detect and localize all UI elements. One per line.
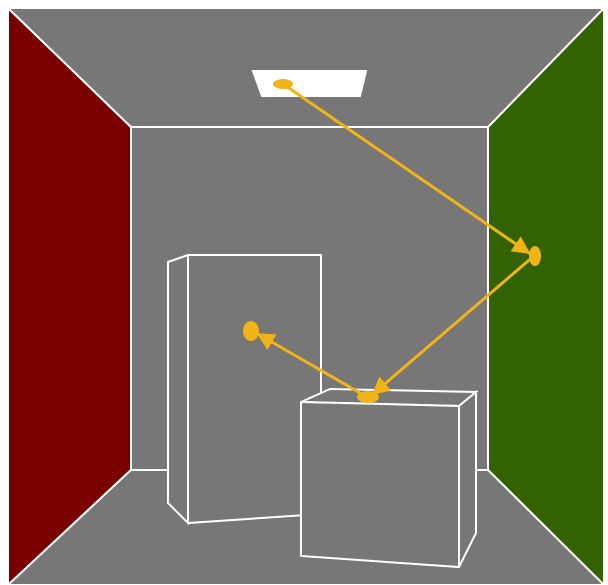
tall-box-hit-point (243, 321, 259, 341)
tall-box (167, 253, 322, 526)
tall-box-side-face (167, 253, 189, 526)
light-hit-point (273, 79, 293, 89)
ray-segment-right-wall-to-short-box (371, 253, 537, 396)
ray-segment-short-box-to-tall-box (256, 332, 369, 399)
right-wall-hit-point (529, 246, 541, 266)
short-box-hit-point (357, 391, 379, 403)
ceiling-light (251, 70, 368, 97)
ray-path (256, 82, 537, 399)
short-box (300, 387, 479, 569)
short-box-front-face (300, 400, 460, 569)
ray-segment-light-to-right-wall (281, 82, 531, 255)
short-box-side-face (458, 389, 477, 568)
